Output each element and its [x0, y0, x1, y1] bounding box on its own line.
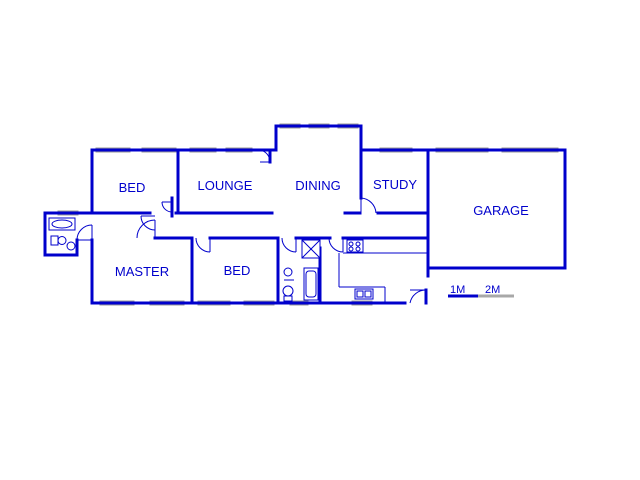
room-label-study: STUDY [373, 177, 417, 192]
room-label-garage: GARAGE [473, 203, 529, 218]
room-label-lounge: LOUNGE [198, 178, 253, 193]
room-label-dining: DINING [295, 178, 341, 193]
scale-label-1m: 1M [450, 284, 465, 296]
sink-icon [354, 288, 374, 300]
basin-icon-2 [283, 267, 293, 277]
walls [43, 124, 567, 305]
room-label-master: MASTER [115, 264, 169, 279]
room-label-bed: BED [119, 180, 146, 195]
scale-bar: 1M 2M [448, 284, 514, 298]
toilet-icon [50, 235, 67, 246]
kitchen-counters [284, 252, 428, 303]
toilet-icon-2 [282, 285, 294, 302]
bathtub-icon [48, 217, 76, 231]
shower-icon [301, 239, 321, 259]
basin-icon [66, 241, 76, 251]
doors [76, 149, 427, 304]
room-label-bed-2: BED [224, 263, 251, 278]
stove-icon [346, 239, 364, 253]
bath-icon [303, 267, 319, 301]
scale-label-2m: 2M [485, 284, 500, 296]
